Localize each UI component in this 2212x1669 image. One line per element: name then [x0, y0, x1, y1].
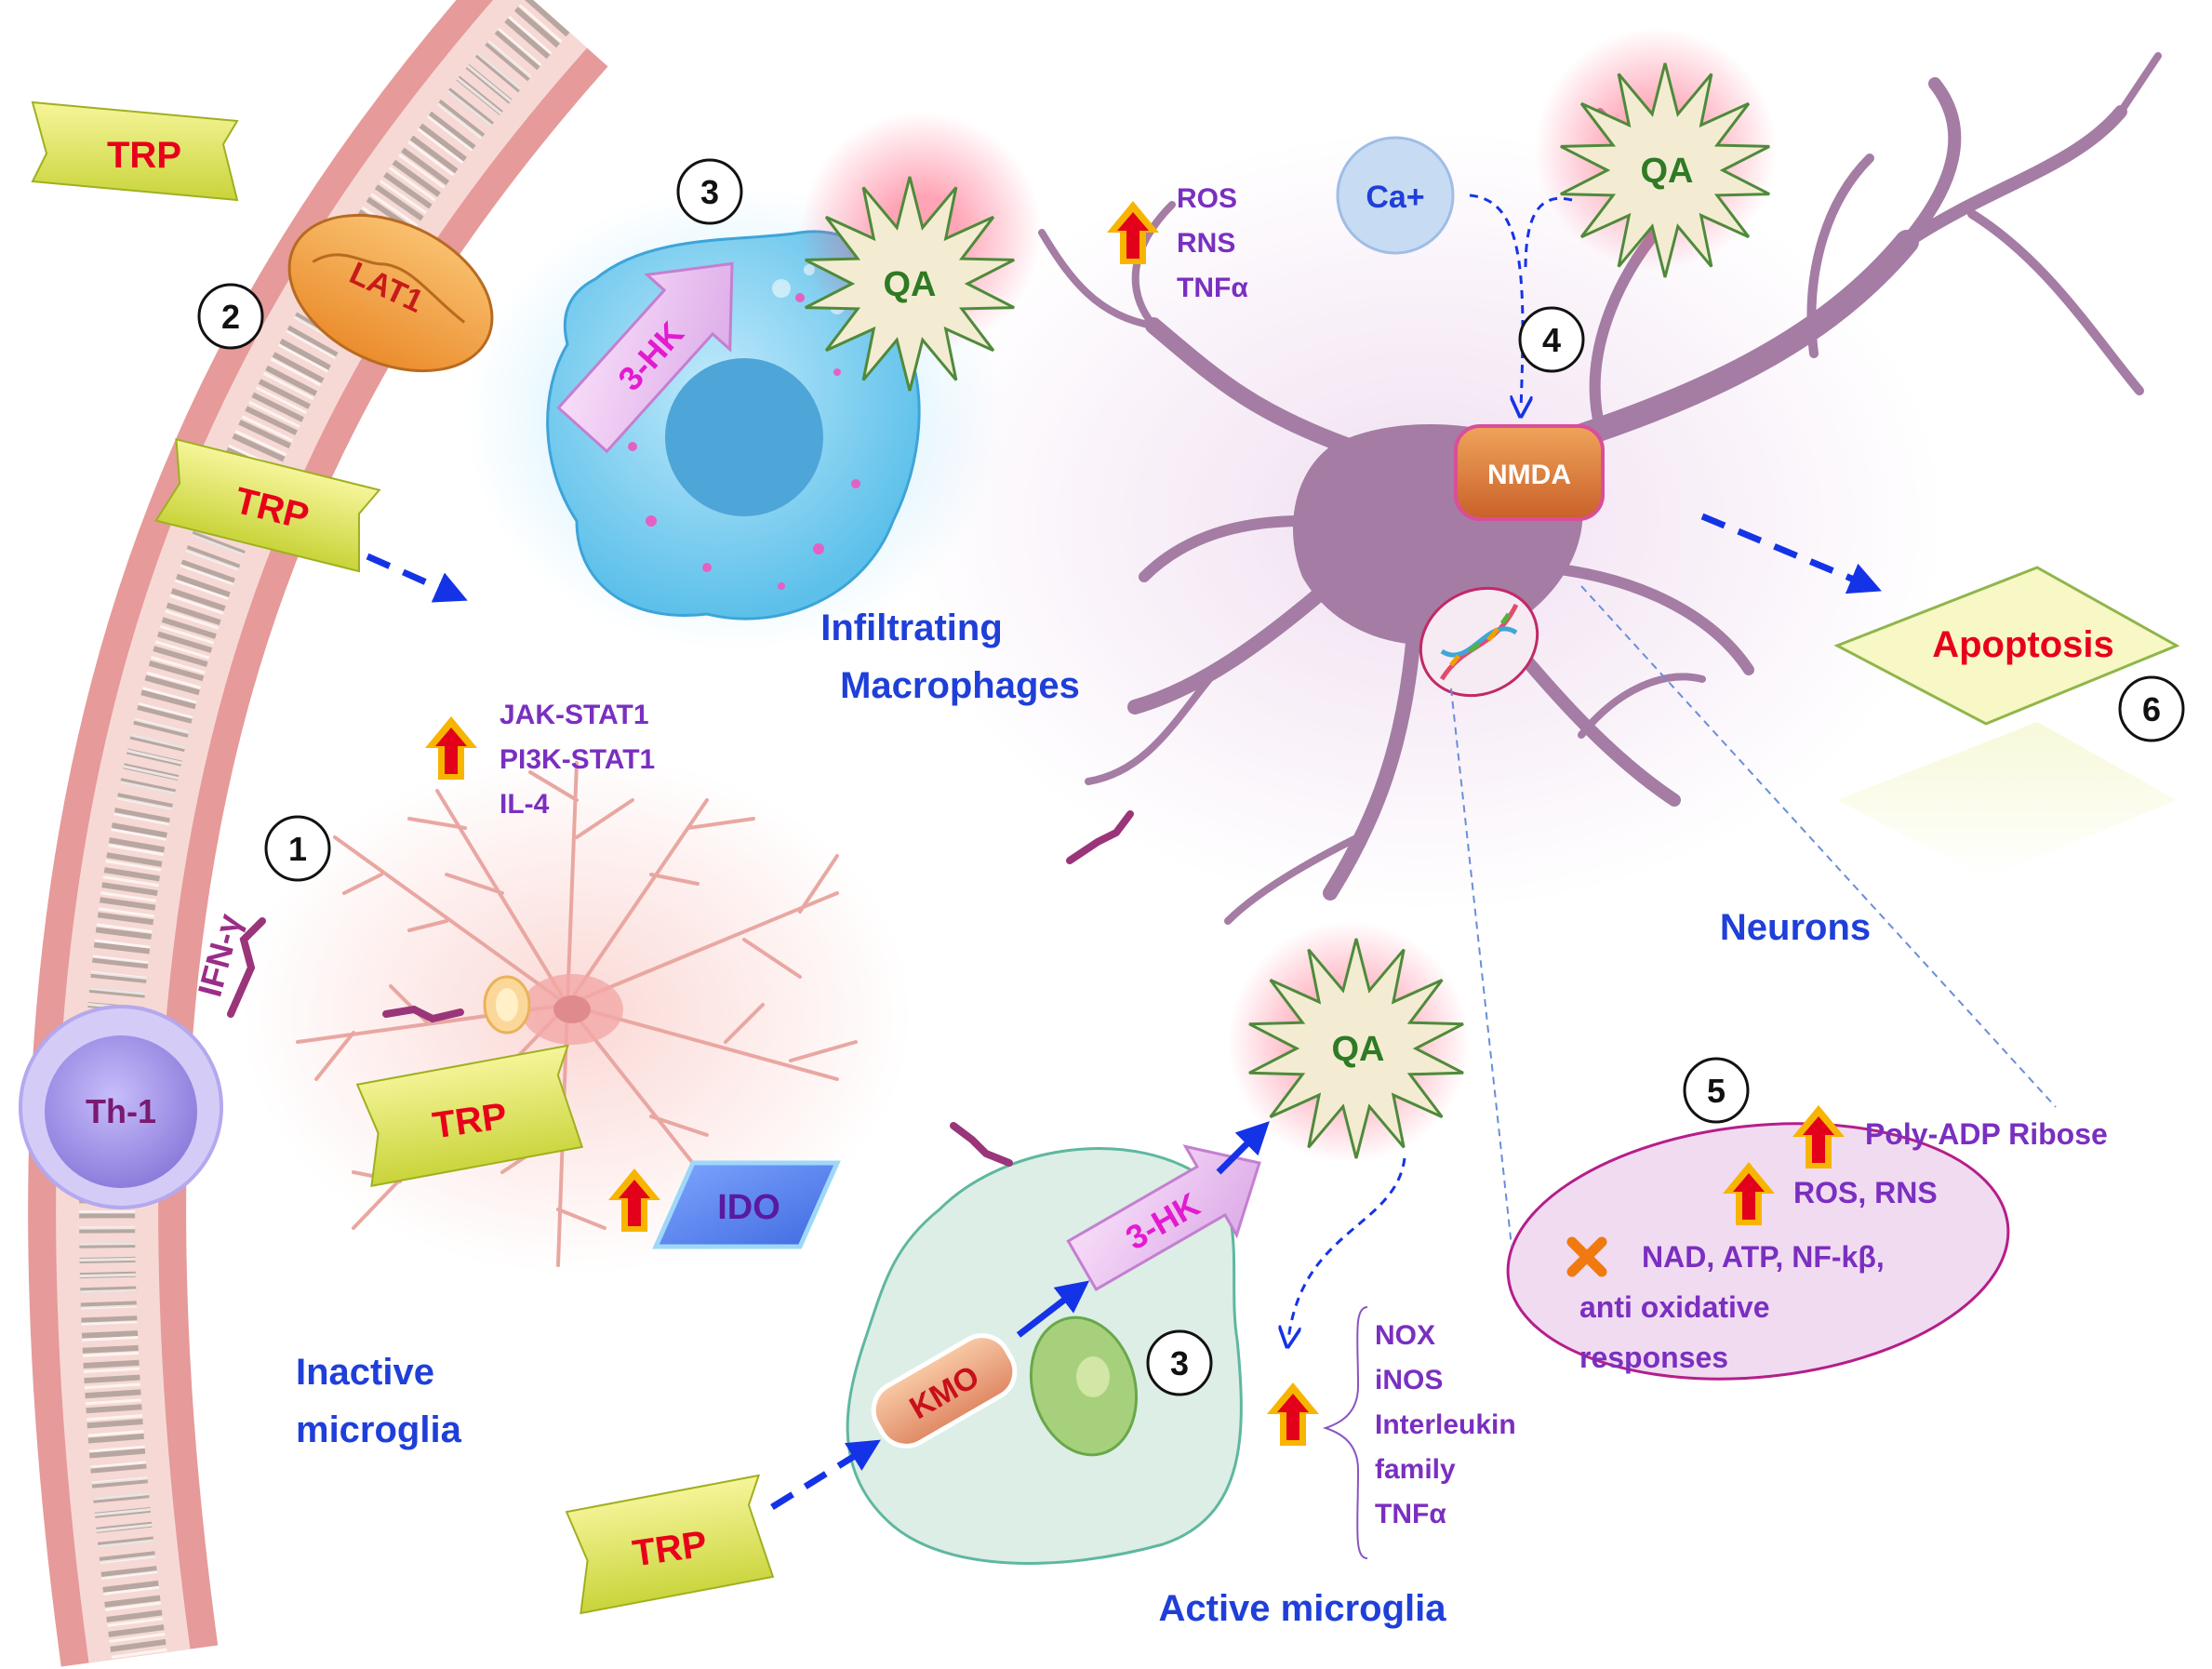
three-hk-arrow-microglia: [1066, 1144, 1261, 1292]
x-mark-icon: [1566, 1236, 1607, 1277]
dna-icon: [1439, 603, 1519, 681]
step5-ellipse: [1506, 1122, 2010, 1381]
list-bracket: [1322, 1306, 1368, 1559]
pathway-arrows-solid: [1016, 1121, 1270, 1338]
step-3-badge-macrophage: [676, 158, 743, 225]
three-hk-arrow-macrophage: [556, 261, 734, 454]
macrophage-list-item: RNS: [1177, 228, 1235, 259]
inactive-list-item: JAK-STAT1: [500, 700, 649, 730]
apoptosis-label: Apoptosis: [1932, 624, 2114, 665]
step-1-number: 1: [288, 830, 307, 868]
step-1-badge: [264, 815, 331, 882]
macrophage-list-item: ROS: [1177, 183, 1237, 214]
step5-down-item: anti oxidative: [1579, 1290, 1770, 1324]
diffusion-arrows: [1288, 194, 1573, 1340]
ifn-gamma-molecule-icon: [227, 810, 1134, 1167]
step-3-number-macrophage: 3: [700, 173, 719, 211]
active-list-item: family: [1375, 1454, 1456, 1485]
infiltrating-label: Infiltrating: [820, 608, 1003, 648]
microglia-label: microglia: [296, 1409, 462, 1450]
step5-down-item: responses: [1579, 1341, 1728, 1374]
step-3-number-microglia: 3: [1170, 1344, 1189, 1382]
step-6-number: 6: [2142, 690, 2161, 728]
ca-label: Ca+: [1366, 180, 1424, 215]
kmo-enzyme: [871, 1333, 1018, 1449]
step-5-number: 5: [1707, 1072, 1726, 1110]
nmda-label: NMDA: [1487, 460, 1571, 490]
neurons-label: Neurons: [1720, 907, 1871, 948]
qa-starburst-microglia: [1248, 938, 1464, 1159]
ido-enzyme: [652, 1160, 841, 1249]
inactive-list-item: IL-4: [500, 789, 550, 820]
receptor-icon: [483, 975, 531, 1035]
step-3-badge-microglia: [1146, 1329, 1213, 1396]
th1-cell: [19, 1005, 223, 1209]
active-list-item: Interleukin: [1375, 1409, 1516, 1440]
active-list-item: TNFα: [1375, 1499, 1446, 1529]
step-2-badge: [197, 283, 264, 350]
calcium-ion: [1336, 136, 1455, 255]
inactive-label: Inactive: [296, 1352, 434, 1393]
step-6-badge: [2118, 675, 2185, 742]
up-arrow-icon: [1267, 1382, 1319, 1446]
qa-label-neuron: QA: [1641, 152, 1694, 191]
nmda-receptor: [1454, 424, 1605, 521]
macrophage-list-item: TNFα: [1177, 273, 1248, 303]
qa-starburst-neuron: [1560, 62, 1770, 278]
macrophages-label: Macrophages: [840, 665, 1080, 706]
step5-down-item: NAD, ATP, NF-kβ,: [1642, 1240, 1885, 1274]
qa-label-microglia: QA: [1332, 1030, 1385, 1069]
inactive-list-item: PI3K-STAT1: [500, 744, 655, 775]
lat1-transporter: [287, 213, 494, 373]
apoptosis-diamond: [1833, 566, 2180, 878]
step-4-number: 4: [1542, 321, 1561, 359]
qa-label-macrophage: QA: [884, 265, 937, 304]
qa-starburst-macrophage: [805, 176, 1015, 392]
trp-ribbon-2: [154, 438, 381, 573]
ido-label: IDO: [717, 1188, 780, 1227]
trp-ribbon-3: [355, 1044, 584, 1187]
trp-label-1: TRP: [107, 135, 181, 176]
dna-callout-lines: [1450, 585, 2057, 1248]
pathway-arrows: [366, 513, 1882, 1510]
active-list-item: iNOS: [1375, 1365, 1443, 1395]
active-microglia-label: Active microglia: [1158, 1588, 1446, 1629]
step-2-number: 2: [221, 298, 240, 336]
step-4-badge: [1518, 306, 1585, 373]
blood-vessel: [28, 0, 608, 1667]
step5-up-item-2: ROS, RNS: [1793, 1176, 1938, 1209]
th1-label: Th-1: [86, 1092, 156, 1130]
trp-ribbon-1: [31, 100, 239, 202]
trp-ribbon-4: [565, 1474, 775, 1615]
step5-up-item-1: Poly-ADP Ribose: [1865, 1117, 2108, 1151]
step-5-badge: [1683, 1057, 1750, 1124]
active-list-item: NOX: [1375, 1320, 1435, 1351]
